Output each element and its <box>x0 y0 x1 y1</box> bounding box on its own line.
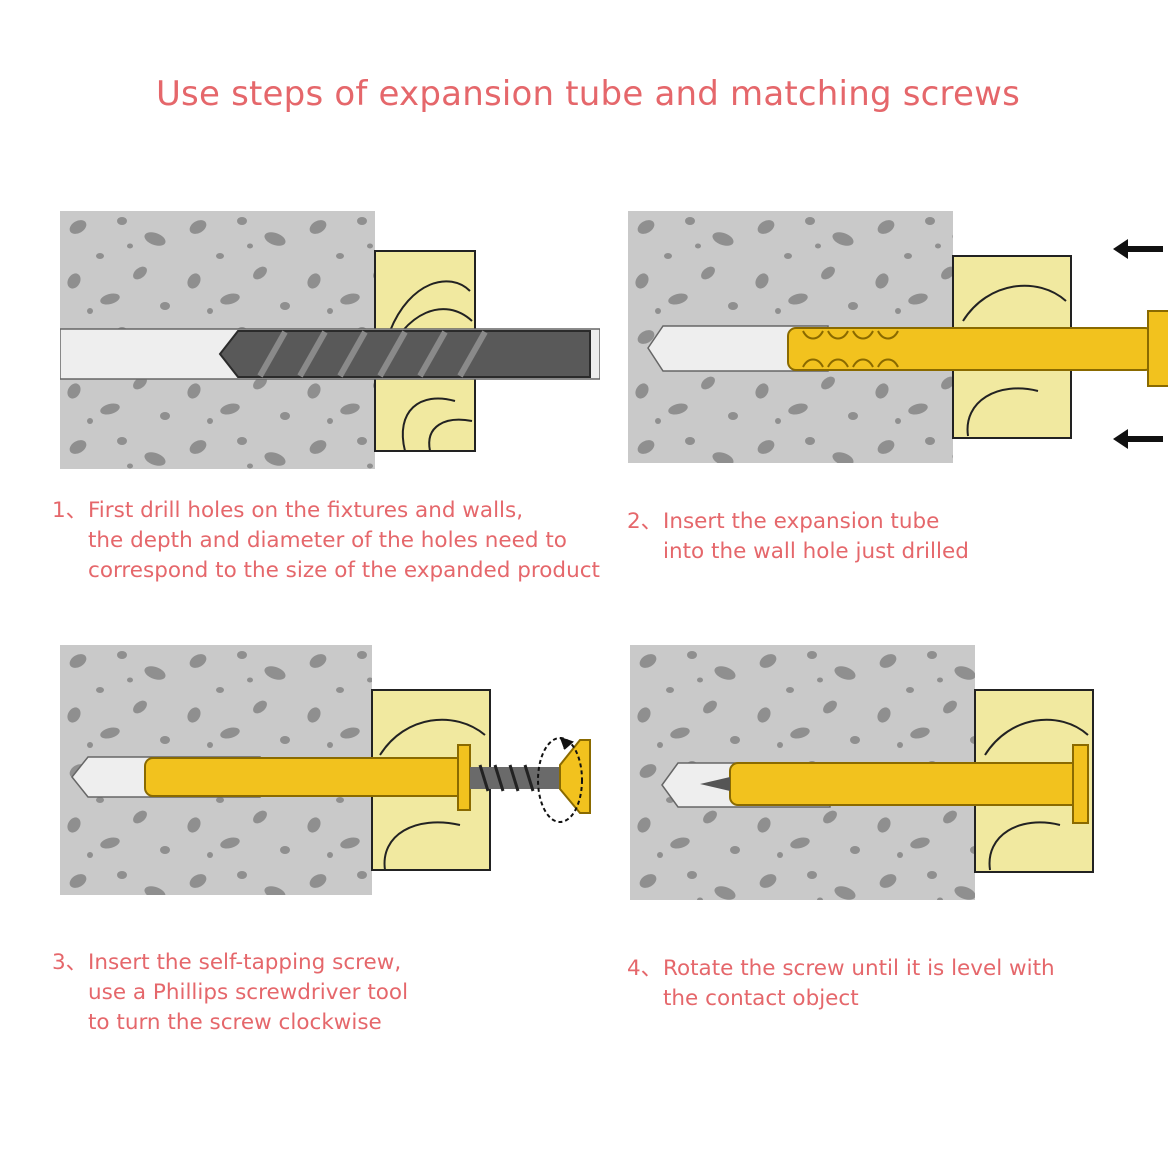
step-3-caption: 3、 Insert the self-tapping screw, use a … <box>52 948 408 1038</box>
caption-line: correspond to the size of the expanded p… <box>88 558 600 583</box>
step-2-illustration <box>628 211 1168 463</box>
step-3-illustration <box>60 645 591 895</box>
drill-bit <box>218 330 591 378</box>
caption-line: Rotate the screw until it is level with <box>663 956 1055 981</box>
caption-line: the depth and diameter of the holes need… <box>88 528 567 553</box>
step-number: 4、 <box>627 956 663 981</box>
page-title: Use steps of expansion tube and matching… <box>155 74 1021 114</box>
clockwise-rotate-icon <box>537 737 583 823</box>
expansion-tube <box>787 310 1168 387</box>
caption-line: use a Phillips screwdriver tool <box>88 980 409 1005</box>
step-1-caption: 1、 First drill holes on the fixtures and… <box>52 496 600 586</box>
caption-line: into the wall hole just drilled <box>663 539 969 564</box>
caption-line: to turn the screw clockwise <box>88 1010 382 1035</box>
caption-line: Insert the self-tapping screw, <box>88 950 402 975</box>
caption-line: First drill holes on the fixtures and wa… <box>88 498 524 523</box>
step-number: 3、 <box>52 950 88 975</box>
caption-line: the contact object <box>663 986 859 1011</box>
step-number: 2、 <box>627 509 663 534</box>
step-number: 1、 <box>52 498 88 523</box>
step-4-illustration <box>630 645 1094 900</box>
step-2-caption: 2、 Insert the expansion tube into the wa… <box>627 507 969 567</box>
expansion-tube <box>144 744 471 811</box>
step-1-illustration <box>60 211 600 469</box>
caption-line: Insert the expansion tube <box>663 509 940 534</box>
push-arrow-icon <box>1113 239 1163 449</box>
step-4-caption: 4、 Rotate the screw until it is level wi… <box>627 954 1055 1014</box>
expansion-tube <box>700 744 1089 824</box>
